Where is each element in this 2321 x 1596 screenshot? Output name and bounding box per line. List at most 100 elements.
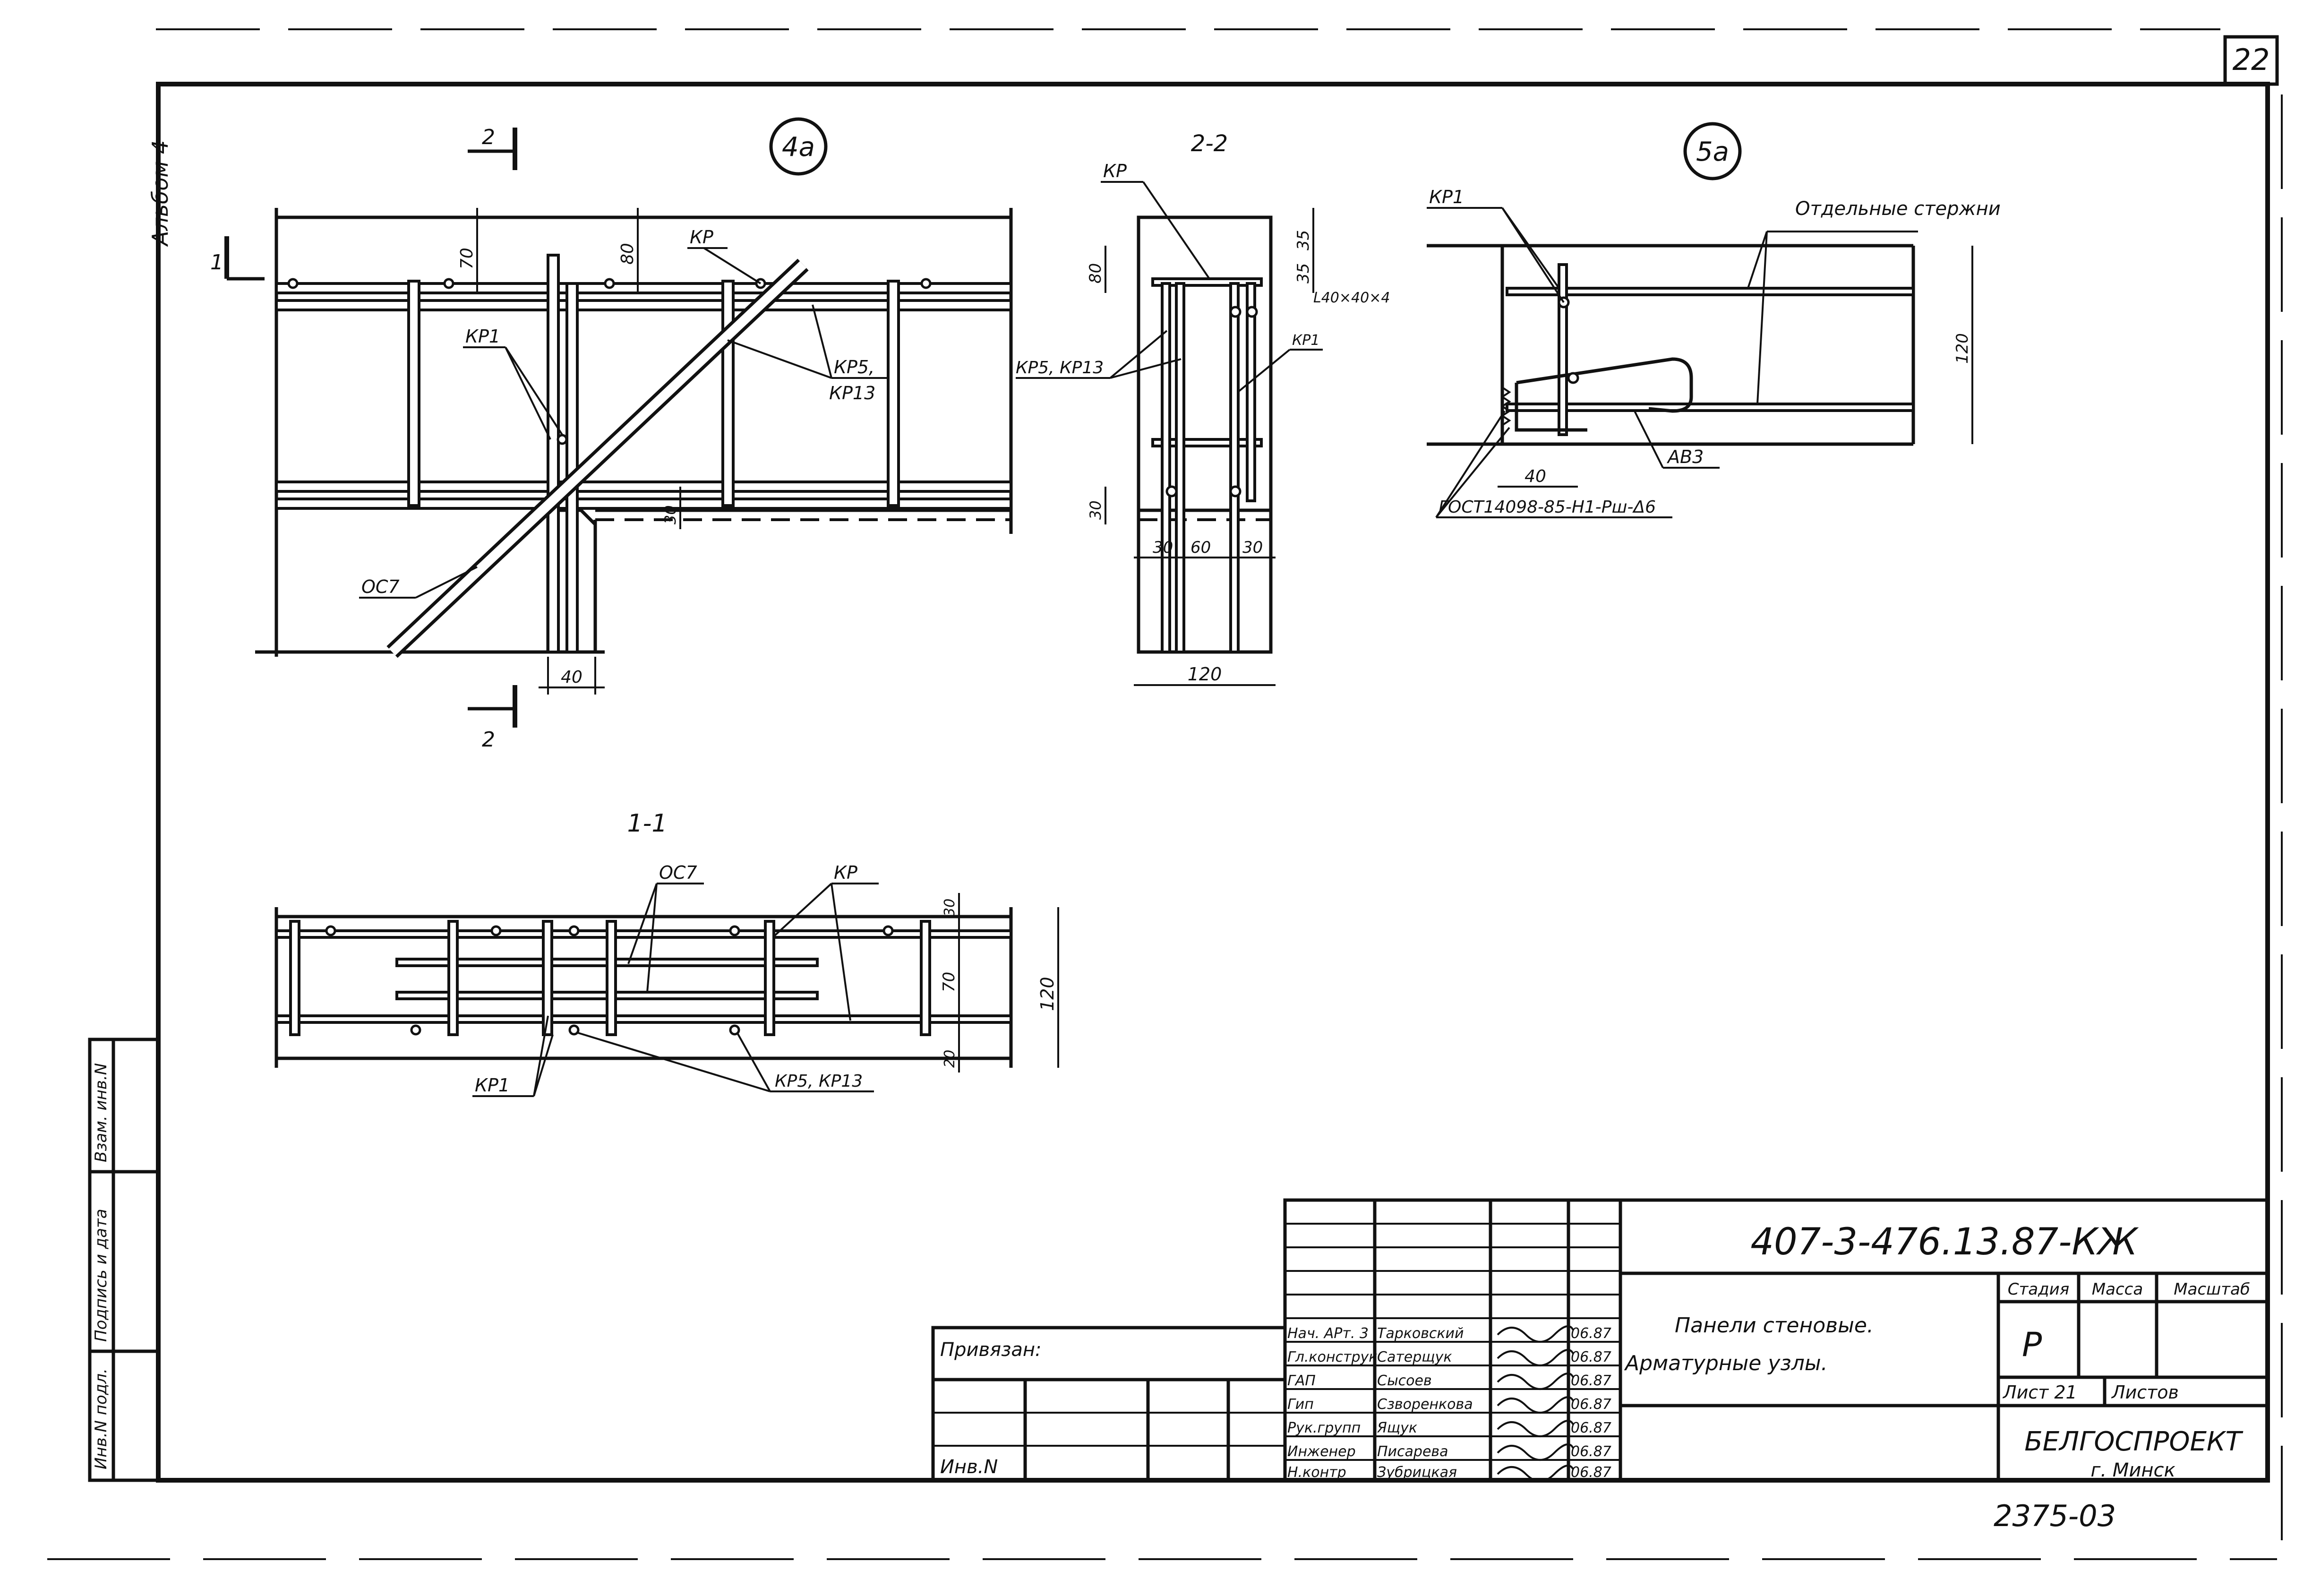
label-4a-kr13: КР13	[829, 383, 875, 403]
signature-role: Гип	[1287, 1396, 1314, 1413]
title-block: Нач. АРт. 3 Тарковский 06.87 Гл.конструк…	[931, 1198, 2270, 1482]
signature-date: 06.87	[1571, 1373, 1611, 1389]
signature-row: Инженер Писарева 06.87	[1287, 1443, 1611, 1461]
handwritten-signature-icon	[1497, 1373, 1574, 1390]
organization: БЕЛГОСПРОЕКТ	[2024, 1426, 2243, 1457]
dim-2-2-angle: L40×40×4	[1313, 290, 1390, 306]
album-label: Альбом 4	[147, 140, 173, 247]
dim-1-1-120: 120	[1037, 977, 1058, 1011]
inv-label: Инв.N	[940, 1456, 998, 1478]
dim-2-2-35a: 35	[1294, 230, 1313, 250]
dim-2-2-80: 80	[1086, 263, 1105, 283]
dim-2-2-35b: 35	[1294, 263, 1313, 283]
node-4a: 4а 2 2 1	[210, 117, 1013, 752]
signature-role: Рук.групп	[1287, 1420, 1361, 1436]
signature-row: Рук.групп Ящук 06.87	[1287, 1420, 1611, 1437]
handwritten-signature-icon	[1497, 1443, 1574, 1461]
dim-4a-80: 80	[618, 243, 637, 265]
label-5a-weld: ГОСТ14098-85-Н1-Рш-Δ6	[1439, 498, 1656, 517]
signature-row: Гип Сзворенкова 06.87	[1287, 1396, 1611, 1414]
side-inv-original: Инв.N подл.	[92, 1368, 111, 1469]
sheet-number: 22	[2233, 43, 2270, 77]
sheets-label: Листов	[2111, 1382, 2179, 1403]
signature-role: ГАП	[1287, 1373, 1316, 1389]
document-code: 407-3-476.13.87-КЖ	[1750, 1221, 2139, 1263]
signature-name: Сатерщук	[1377, 1349, 1452, 1365]
signature-name: Ящук	[1377, 1420, 1417, 1436]
label-2-2-kr: КР	[1103, 161, 1127, 181]
stage-value: Р	[2022, 1325, 2042, 1364]
side-replace-inv: Взам. инв.N	[92, 1063, 111, 1162]
signature-date: 06.87	[1571, 1325, 1611, 1342]
label-4a-oc7: ОС7	[361, 576, 400, 597]
signature-date: 06.87	[1571, 1420, 1611, 1436]
signature-role: Инженер	[1287, 1443, 1356, 1460]
section-1-1-title: 1-1	[627, 809, 668, 838]
signature-row: Н.контр Зубрицкая 06.87	[1287, 1464, 1611, 1482]
label-5a-separate: Отдельные стержни	[1795, 198, 2001, 220]
handwritten-signature-icon	[1497, 1349, 1574, 1366]
signature-name: Писарева	[1377, 1443, 1448, 1460]
node-4a-marker: 4а	[782, 132, 815, 163]
signature-date: 06.87	[1571, 1443, 1611, 1460]
signature-row: ГАП Сысоев 06.87	[1287, 1373, 1611, 1390]
dim-2-2-120: 120	[1188, 664, 1222, 685]
label-1-1-kr5-kr13: КР5, КР13	[775, 1072, 863, 1091]
signature-role: Нач. АРт. 3	[1287, 1325, 1369, 1342]
label-1-1-oc7: ОС7	[659, 862, 697, 883]
dim-4a-40: 40	[561, 668, 582, 687]
side-stamp: Инв.N подл. Подпись и дата Взам. инв.N	[88, 1038, 160, 1482]
dim-4a-70: 70	[457, 248, 477, 269]
signature-name: Сысоев	[1377, 1373, 1432, 1389]
side-signature-date: Подпись и дата	[92, 1209, 111, 1342]
sheet-label: Лист 21	[2002, 1382, 2077, 1403]
label-4a-kr1: КР1	[465, 326, 500, 347]
handwritten-signature-icon	[1497, 1465, 1574, 1482]
section-2-2-title: 2-2	[1191, 130, 1228, 157]
label-2-2-kr-right: КР1	[1292, 332, 1319, 349]
signature-date: 06.87	[1571, 1349, 1611, 1365]
signature-name: Тарковский	[1377, 1325, 1464, 1342]
col-scale: Масштаб	[2174, 1280, 2250, 1299]
signature-date: 06.87	[1571, 1396, 1611, 1413]
label-4a-kr: КР	[690, 227, 713, 248]
dim-1-1-20: 20	[942, 1050, 958, 1068]
section-mark-left: 1	[210, 250, 223, 275]
label-1-1-kr: КР	[834, 862, 857, 883]
col-mass: Масса	[2092, 1280, 2143, 1299]
label-5a-av3: АВ3	[1666, 446, 1704, 467]
handwritten-signature-icon	[1497, 1396, 1574, 1414]
dim-1-1-30: 30	[942, 899, 958, 917]
signature-role: Гл.конструк	[1287, 1349, 1377, 1365]
dim-2-2-60: 60	[1190, 538, 1211, 557]
label-1-1-kr1: КР1	[475, 1075, 510, 1096]
dim-2-2-30b: 30	[1153, 538, 1173, 557]
dim-4a-30: 30	[661, 505, 679, 524]
section-2-2: 2-2 80 35 35 L40×40×4 30 30 60 30 120 КР	[1016, 130, 1390, 686]
section-mark-top: 2	[482, 125, 495, 149]
handwritten-signature-icon	[1497, 1420, 1574, 1437]
section-1-1: 1-1 30 70 20 120 ОС7	[274, 809, 1059, 1097]
title-line-2: Арматурные узлы.	[1624, 1351, 1828, 1375]
signature-name: Зубрицкая	[1377, 1464, 1457, 1481]
title-line-1: Панели стеновые.	[1675, 1313, 1874, 1338]
order-number: 2375-03	[1994, 1499, 2116, 1533]
node-5a: 5а 120 40 КР1 Отдельные стержни АВ3	[1427, 122, 2001, 518]
city: г. Минск	[2090, 1459, 2175, 1481]
handwritten-signature-icon	[1497, 1325, 1574, 1343]
dim-5a-120: 120	[1953, 333, 1972, 364]
sheet-number-box	[2223, 35, 2279, 86]
signature-name: Сзворенкова	[1377, 1396, 1473, 1413]
node-5a-marker: 5а	[1696, 137, 1729, 167]
dim-1-1-70: 70	[940, 972, 959, 992]
label-2-2-kr5-kr13: КР5, КР13	[1016, 358, 1104, 378]
dim-5a-40: 40	[1524, 467, 1546, 486]
dim-2-2-30: 30	[1087, 500, 1105, 520]
label-5a-kr1: КР1	[1429, 187, 1464, 207]
bound-label: Привязан:	[940, 1339, 1042, 1361]
label-4a-kr5: КР5,	[834, 357, 874, 378]
section-mark-bottom: 2	[482, 728, 495, 752]
signature-row: Нач. АРт. 3 Тарковский 06.87	[1287, 1325, 1611, 1343]
signature-role: Н.контр	[1287, 1464, 1346, 1481]
